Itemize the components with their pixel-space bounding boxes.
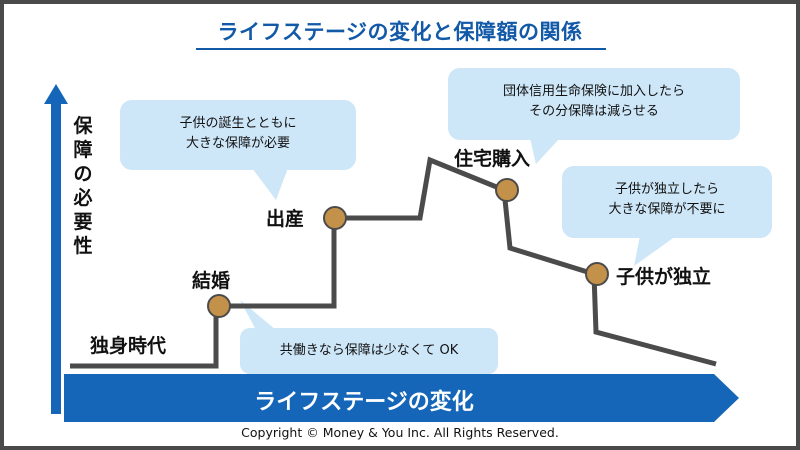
- y-axis-arrow: [44, 84, 68, 414]
- x-axis-label: ライフステージの変化: [254, 390, 474, 415]
- marker-marriage: [207, 294, 231, 318]
- lifestage-diagram: [44, 68, 772, 422]
- bubble-marriage-text: 共働きなら保障は少なくて OK: [240, 341, 498, 361]
- bubble-house-line1: 団体信用生命保険に加入したら: [502, 84, 685, 99]
- bubble-birth-line1: 子供の誕生とともに: [179, 116, 297, 131]
- slide-title: ライフステージの変化と保障額の関係: [217, 20, 583, 44]
- y-axis-label: 保障の必要性: [73, 115, 93, 257]
- bubble-independence: [562, 166, 772, 266]
- stage-house: 住宅購入: [454, 148, 531, 170]
- stage-marriage: 結婚: [192, 270, 231, 292]
- bubble-birth: [120, 100, 356, 200]
- marker-independence: [585, 262, 609, 286]
- stage-single: 独身時代: [90, 335, 167, 357]
- bubble-house: [448, 68, 740, 164]
- bubble-independence-line2: 大きな保障が不要に: [608, 202, 726, 217]
- x-axis-arrow: [64, 374, 739, 422]
- marker-house: [495, 178, 519, 202]
- bubble-birth-text: 子供の誕生とともに 大きな保障が必要: [120, 114, 356, 154]
- slide-panel: ライフステージの変化と保障額の関係: [4, 4, 796, 446]
- bubble-independence-line1: 子供が独立したら: [614, 182, 719, 197]
- marker-birth: [323, 206, 347, 230]
- bubble-independence-text: 子供が独立したら 大きな保障が不要に: [562, 180, 772, 220]
- stage-birth: 出産: [266, 208, 305, 230]
- bubble-marriage-line1: 共働きなら保障は少なくて OK: [279, 343, 459, 358]
- bubble-house-text: 団体信用生命保険に加入したら その分保障は減らせる: [448, 82, 740, 122]
- copyright-notice: Copyright © Money & You Inc. All Rights …: [241, 425, 559, 440]
- bubble-marriage: [240, 300, 498, 374]
- stage-independence: 子供が独立: [616, 266, 712, 288]
- bubble-birth-line2: 大きな保障が必要: [185, 136, 290, 151]
- bubble-house-line2: その分保障は減らせる: [529, 104, 659, 119]
- title-underline: [196, 48, 606, 50]
